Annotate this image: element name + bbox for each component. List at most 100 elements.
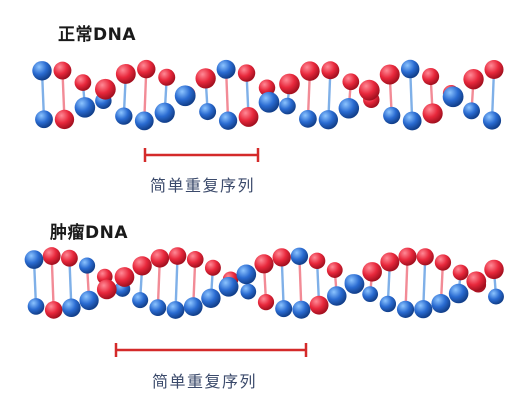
red-nucleotide	[44, 301, 63, 319]
red-nucleotide	[137, 59, 156, 79]
blue-nucleotide	[318, 110, 339, 130]
red-nucleotide	[422, 103, 443, 124]
blue-nucleotide	[338, 98, 360, 119]
red-nucleotide	[379, 64, 400, 85]
red-nucleotide	[466, 271, 487, 292]
blue-nucleotide	[362, 286, 379, 303]
blue-nucleotide	[32, 61, 52, 81]
blue-nucleotide	[115, 107, 133, 125]
red-nucleotide	[362, 262, 382, 282]
blue-nucleotide	[35, 110, 53, 129]
blue-nucleotide	[383, 106, 401, 125]
red-nucleotide	[272, 248, 291, 267]
red-nucleotide	[114, 267, 135, 287]
blue-nucleotide	[183, 297, 203, 316]
blue-nucleotide	[279, 97, 296, 115]
red-nucleotide	[326, 262, 343, 278]
blue-nucleotide	[463, 102, 480, 120]
blue-nucleotide	[132, 292, 149, 309]
blue-nucleotide	[379, 295, 397, 313]
tumor-dna-title: 肿瘤DNA	[50, 223, 128, 243]
red-nucleotide	[309, 295, 329, 315]
blue-nucleotide	[448, 283, 469, 304]
blue-nucleotide	[402, 111, 422, 131]
blue-nucleotide	[62, 298, 81, 318]
red-nucleotide	[463, 69, 484, 90]
red-nucleotide	[96, 279, 117, 300]
normal-repeat-caption: 简单重复序列	[150, 176, 256, 195]
blue-nucleotide	[174, 85, 196, 107]
red-nucleotide	[258, 79, 276, 96]
blue-nucleotide	[290, 247, 309, 265]
blue-nucleotide	[134, 111, 154, 131]
red-nucleotide	[168, 247, 187, 265]
red-nucleotide	[132, 256, 152, 276]
blue-nucleotide	[201, 288, 221, 308]
red-nucleotide	[422, 68, 440, 86]
red-nucleotide	[150, 249, 170, 268]
red-nucleotide	[308, 252, 326, 270]
normal-dna-title: 正常DNA	[58, 25, 136, 45]
red-nucleotide	[238, 107, 259, 127]
red-nucleotide	[53, 61, 72, 80]
blue-nucleotide	[400, 59, 420, 79]
blue-nucleotide	[79, 290, 99, 311]
red-nucleotide	[54, 109, 75, 130]
red-nucleotide	[42, 247, 61, 265]
tumor-repeat-caption: 简单重复序列	[152, 372, 258, 391]
red-nucleotide	[452, 264, 469, 281]
blue-nucleotide	[199, 103, 217, 121]
blue-nucleotide	[218, 276, 239, 297]
blue-nucleotide	[216, 59, 236, 79]
red-nucleotide	[434, 254, 452, 271]
blue-nucleotide	[327, 286, 347, 306]
red-nucleotide	[416, 248, 434, 266]
red-nucleotide	[186, 251, 204, 268]
tumor-dna-helix	[24, 247, 504, 319]
red-nucleotide	[237, 64, 256, 82]
blue-nucleotide	[27, 298, 45, 315]
normal-repeat-bracket	[143, 148, 260, 162]
red-nucleotide	[398, 247, 417, 266]
red-nucleotide	[94, 78, 116, 100]
blue-nucleotide	[236, 264, 257, 285]
red-nucleotide	[380, 252, 400, 272]
red-nucleotide	[300, 61, 320, 81]
red-nucleotide	[342, 73, 360, 91]
red-nucleotide	[254, 254, 274, 274]
red-nucleotide	[115, 63, 136, 84]
blue-nucleotide	[344, 274, 365, 294]
blue-nucleotide	[488, 288, 504, 305]
blue-nucleotide	[431, 294, 451, 314]
blue-nucleotide	[149, 299, 167, 317]
red-nucleotide	[257, 294, 275, 311]
red-nucleotide	[358, 79, 380, 101]
normal-dna-helix	[32, 59, 504, 131]
red-nucleotide	[74, 74, 92, 91]
blue-nucleotide	[166, 301, 185, 319]
blue-nucleotide	[292, 300, 311, 319]
red-nucleotide	[321, 61, 340, 80]
blue-nucleotide	[218, 111, 238, 130]
blue-nucleotide	[258, 91, 280, 113]
blue-nucleotide	[154, 102, 175, 123]
blue-nucleotide	[299, 109, 317, 128]
red-nucleotide	[60, 249, 78, 267]
blue-nucleotide	[414, 300, 433, 319]
blue-nucleotide	[24, 250, 44, 269]
blue-nucleotide	[74, 97, 96, 118]
red-nucleotide	[484, 59, 504, 80]
base-pair-rung	[50, 256, 55, 310]
blue-nucleotide	[275, 300, 293, 318]
blue-nucleotide	[79, 257, 96, 274]
tumor-repeat-bracket	[114, 343, 308, 357]
red-nucleotide	[195, 68, 216, 89]
blue-nucleotide	[240, 283, 257, 300]
red-nucleotide	[158, 68, 176, 86]
red-nucleotide	[279, 73, 300, 95]
red-nucleotide	[204, 259, 221, 276]
base-pair-rung	[174, 255, 179, 311]
blue-nucleotide	[396, 300, 415, 318]
red-nucleotide	[484, 259, 504, 280]
blue-nucleotide	[442, 86, 464, 108]
